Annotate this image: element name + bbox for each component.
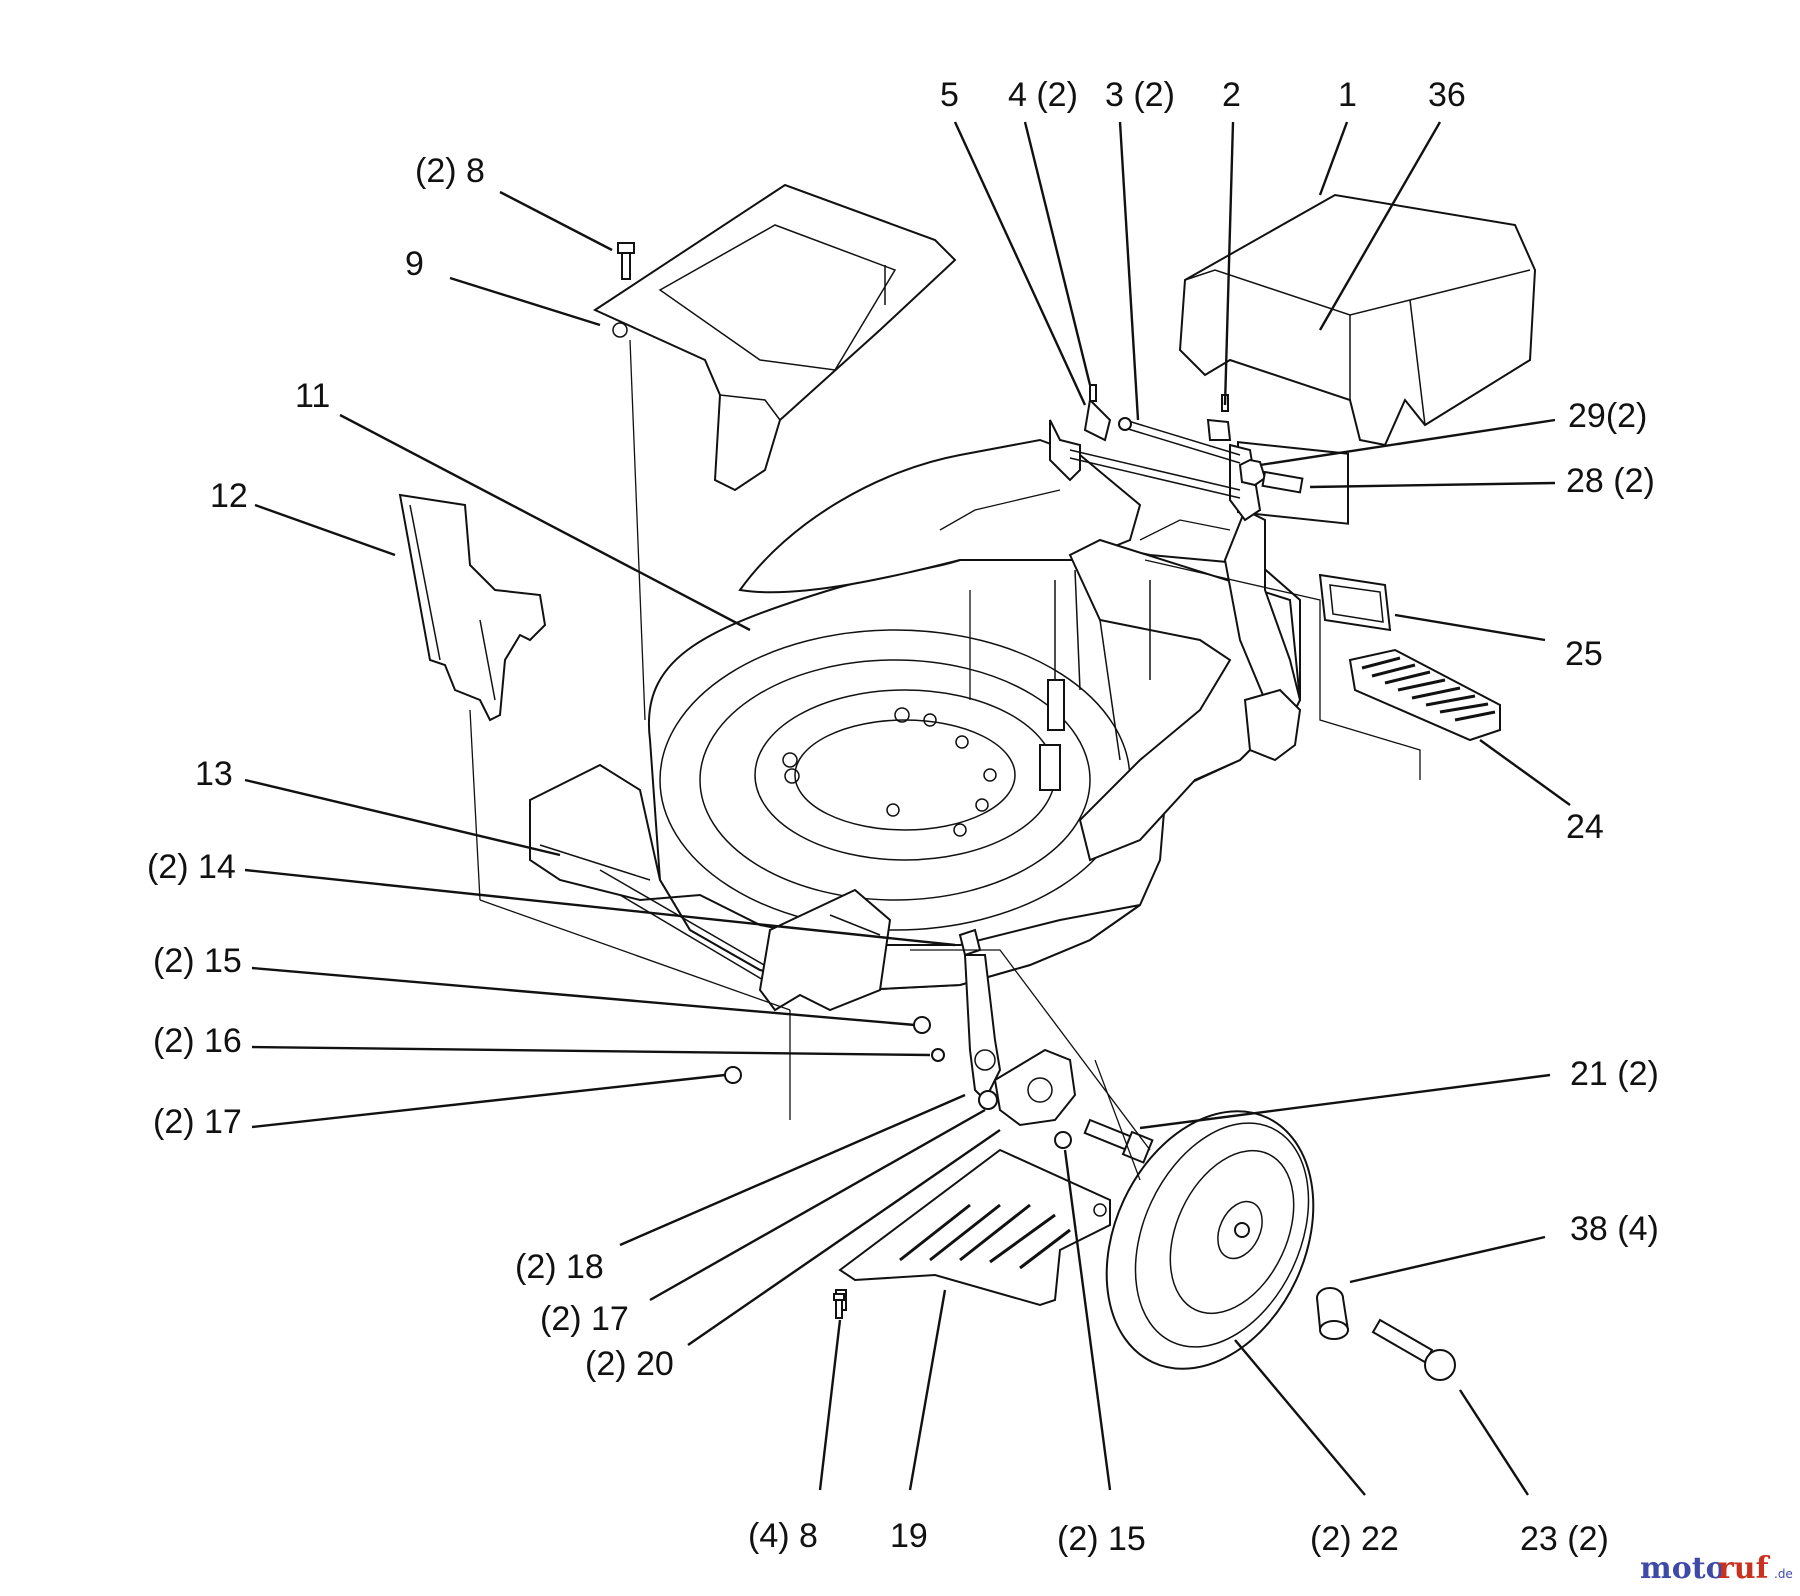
callout-28: 28 (2) [1566,462,1655,500]
callout-3: 3 (2) [1105,76,1175,114]
watermark-logo: moto ruf .de [1640,1551,1793,1586]
assembly-lines [469,339,1421,1181]
part-deflector [398,493,547,722]
callout-20: (2) 20 [585,1345,674,1383]
part-rear-axle [1049,384,1304,522]
watermark-brand-part2: ruf [1718,1551,1771,1586]
callout-17b: (2) 17 [540,1300,629,1338]
callout-4: 4 (2) [1008,76,1078,114]
part-wheel [1105,1110,1315,1370]
callout-5: 5 [940,76,959,114]
part-screw-top [617,242,635,280]
watermark-suffix: .de [1774,1567,1793,1581]
callout-13: 13 [195,755,233,793]
callout-24: 24 [1566,808,1604,846]
callout-16: (2) 16 [153,1022,242,1060]
callout-36: 36 [1428,76,1466,114]
callout-38: 38 (4) [1570,1210,1659,1248]
callout-14: (2) 14 [147,848,236,886]
watermark-brand-part1: moto [1640,1551,1726,1586]
part-spacer [1316,1287,1350,1340]
part-top-plate [592,183,957,492]
callout-2: 2 [1222,76,1241,114]
callout-18: (2) 18 [515,1248,604,1286]
callout-labels: 5 4 (2) 3 (2) 2 1 36 (2) 8 9 11 12 29(2)… [147,76,1659,1558]
part-wheel-bolt [1083,1118,1154,1164]
part-screw-bottom [833,1293,845,1319]
callout-15: (2) 15 [153,942,242,980]
callout-15b: (2) 15 [1057,1520,1146,1558]
callout-17: (2) 17 [153,1103,242,1141]
leader-lines [244,121,1571,1496]
callout-19: 19 [890,1517,928,1555]
callout-29: 29(2) [1568,397,1647,435]
callout-25: 25 [1565,635,1603,673]
callout-1: 1 [1338,76,1357,114]
callout-9: 9 [405,245,424,283]
callout-21: 21 (2) [1570,1055,1659,1093]
callout-11: 11 [295,377,330,415]
part-tread-plate [1348,648,1501,742]
part-mower-deck [529,438,1302,1012]
callout-8-bottom: (4) 8 [748,1517,818,1555]
callout-12: 12 [210,477,248,515]
callout-22: (2) 22 [1310,1520,1399,1558]
callout-8-top: (2) 8 [415,152,485,190]
callout-23: 23 (2) [1520,1520,1609,1558]
part-height-adjuster [724,928,1077,1149]
part-bracket-plate [1318,573,1392,632]
part-axle-bolt [1371,1318,1456,1381]
